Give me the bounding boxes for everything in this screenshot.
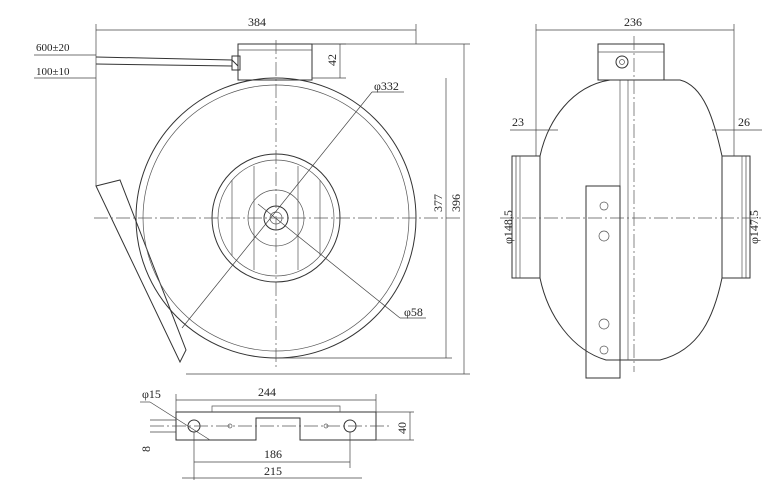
dim-8-text: 8 [139,446,153,452]
side-bracket [585,185,621,379]
dim-244-text: 244 [258,385,276,399]
side-terminal-box [597,43,665,81]
dim-23-text: 23 [512,115,524,129]
cable-gland [231,55,241,71]
bracket-slot [599,345,609,355]
dim-396-text: 396 [449,194,463,212]
bracket-hole [598,318,610,330]
dim-600-text: 600±20 [36,42,70,54]
front-mount-plate [95,179,187,364]
side-view: 236 23 26 φ148.5 φ147.5 [500,15,764,379]
phi58-text: φ58 [404,305,423,319]
bracket-flange [211,405,341,412]
dim-236-text: 236 [624,15,642,29]
dim-377-text: 377 [431,194,445,212]
dim-26-text: 26 [738,115,750,129]
front-view: 384 600±20 100±10 42 φ332 φ58 377 396 [34,15,470,375]
dim-384-text: 384 [248,15,266,29]
cable-gland-icon [615,55,629,69]
terminal-box [237,43,313,81]
outlet-collar [721,155,751,279]
dim-186-text: 186 [264,447,282,461]
bracket-outline [175,411,377,441]
phi148-text: φ148.5 [501,210,515,244]
bracket-slot [599,201,609,211]
phi332-text: φ332 [374,79,399,93]
bracket-hole [598,230,610,242]
phi15-leader [149,401,211,441]
phi147-text: φ147.5 [747,210,761,244]
inlet-collar [511,155,541,279]
dim-100-text: 100±10 [36,66,70,78]
side-body [539,79,723,361]
cable-gland-core [619,59,625,65]
dim-40-text: 40 [395,422,409,434]
phi332-leader [181,91,373,329]
cable [95,63,233,67]
dim-215-text: 215 [264,464,282,478]
phi15-text: φ15 [142,387,161,401]
phi58-leader [257,203,401,319]
bracket-view: 244 φ15 8 40 186 215 [139,385,414,480]
dim-42-text: 42 [325,54,339,66]
